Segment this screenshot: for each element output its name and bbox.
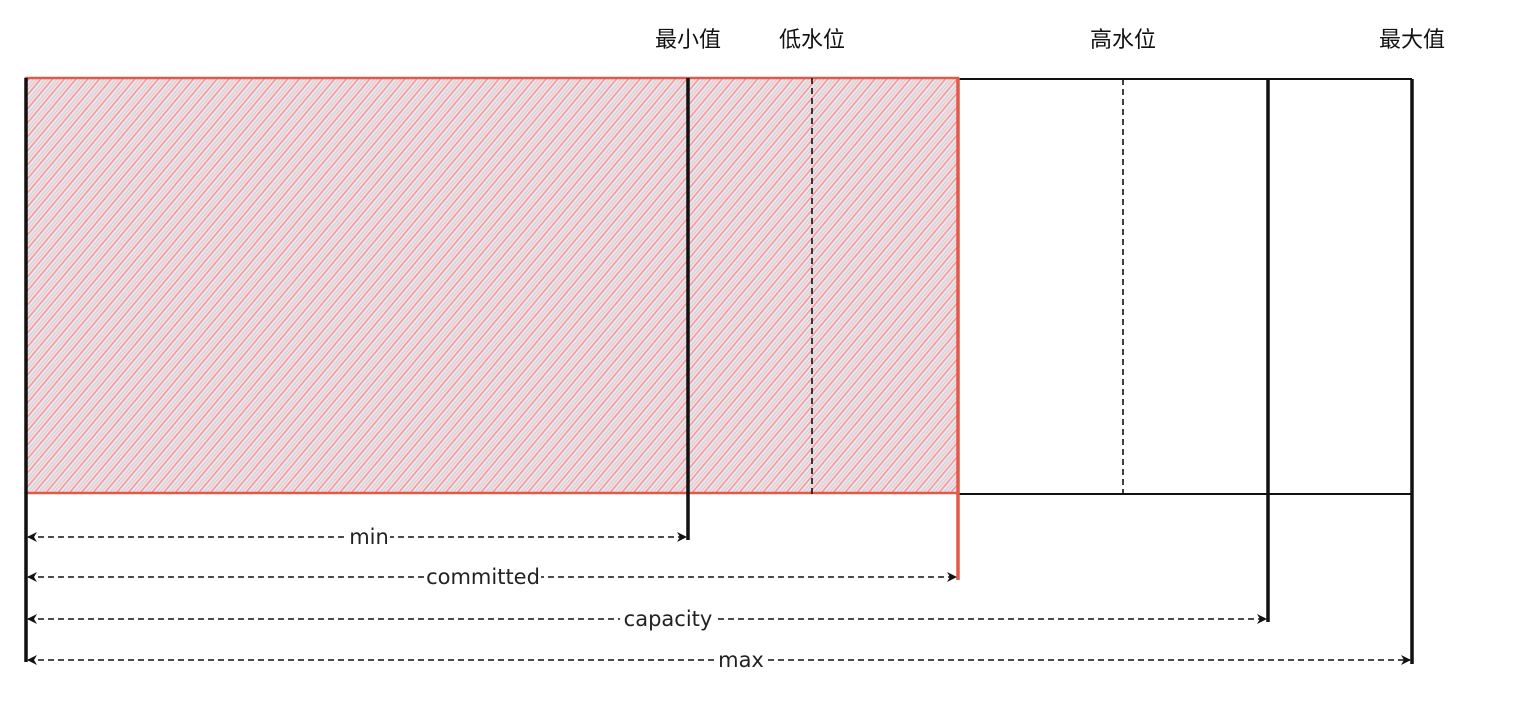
committed-region: [24, 76, 960, 495]
min-label-bg: [348, 524, 390, 550]
capacity-label-bg: [620, 606, 716, 632]
label-low-watermark: 低水位: [779, 28, 845, 53]
label-max-value: 最大值: [1379, 28, 1445, 53]
max-dimension-label: max: [718, 648, 764, 672]
label-high-watermark: 高水位: [1090, 28, 1156, 53]
max-label-bg: [716, 647, 766, 673]
label-min-value: 最小值: [655, 28, 721, 53]
committed-dimension-label: committed: [426, 565, 540, 589]
min-dimension-label: min: [349, 525, 389, 549]
committed-label-bg: [425, 564, 541, 590]
capacity-dimension-label: capacity: [624, 607, 713, 631]
